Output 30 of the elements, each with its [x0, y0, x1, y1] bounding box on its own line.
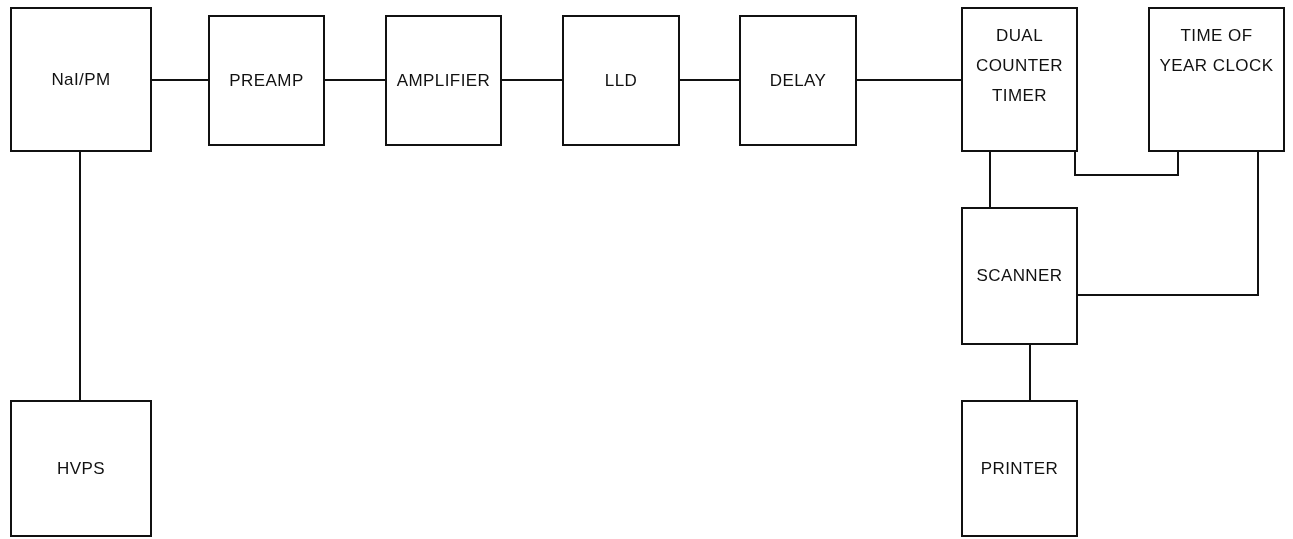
connector-line	[1029, 344, 1031, 401]
connector-line	[324, 79, 386, 81]
block-box	[961, 207, 1078, 345]
connector-line	[1074, 151, 1179, 176]
block-label: TIME OF YEAR CLOCK	[1158, 25, 1275, 77]
block-label: PRINTER	[980, 457, 1059, 480]
connector-line	[989, 151, 991, 208]
block-box	[739, 15, 857, 146]
block-label: DELAY	[769, 69, 827, 92]
block-label: LLD	[604, 69, 638, 92]
block-box	[961, 400, 1078, 537]
block-box	[10, 400, 152, 537]
connector-line	[79, 151, 81, 401]
block-label: NaI/PM	[51, 68, 111, 91]
block-label: PREAMP	[229, 69, 304, 92]
connector-line	[1077, 151, 1259, 296]
block-label: DUAL COUNTER TIMER	[975, 25, 1064, 107]
block-box	[961, 7, 1078, 152]
block-box	[562, 15, 680, 146]
connector-line	[679, 79, 740, 81]
connector-line	[151, 79, 209, 81]
connector-line	[501, 79, 563, 81]
block-label: HVPS	[57, 457, 105, 480]
connector-line	[856, 79, 962, 81]
block-box	[1148, 7, 1285, 152]
block-box	[385, 15, 502, 146]
block-label: SCANNER	[976, 265, 1063, 287]
block-box	[208, 15, 325, 146]
block-box	[10, 7, 152, 152]
block-label: AMPLIFIER	[396, 69, 491, 92]
